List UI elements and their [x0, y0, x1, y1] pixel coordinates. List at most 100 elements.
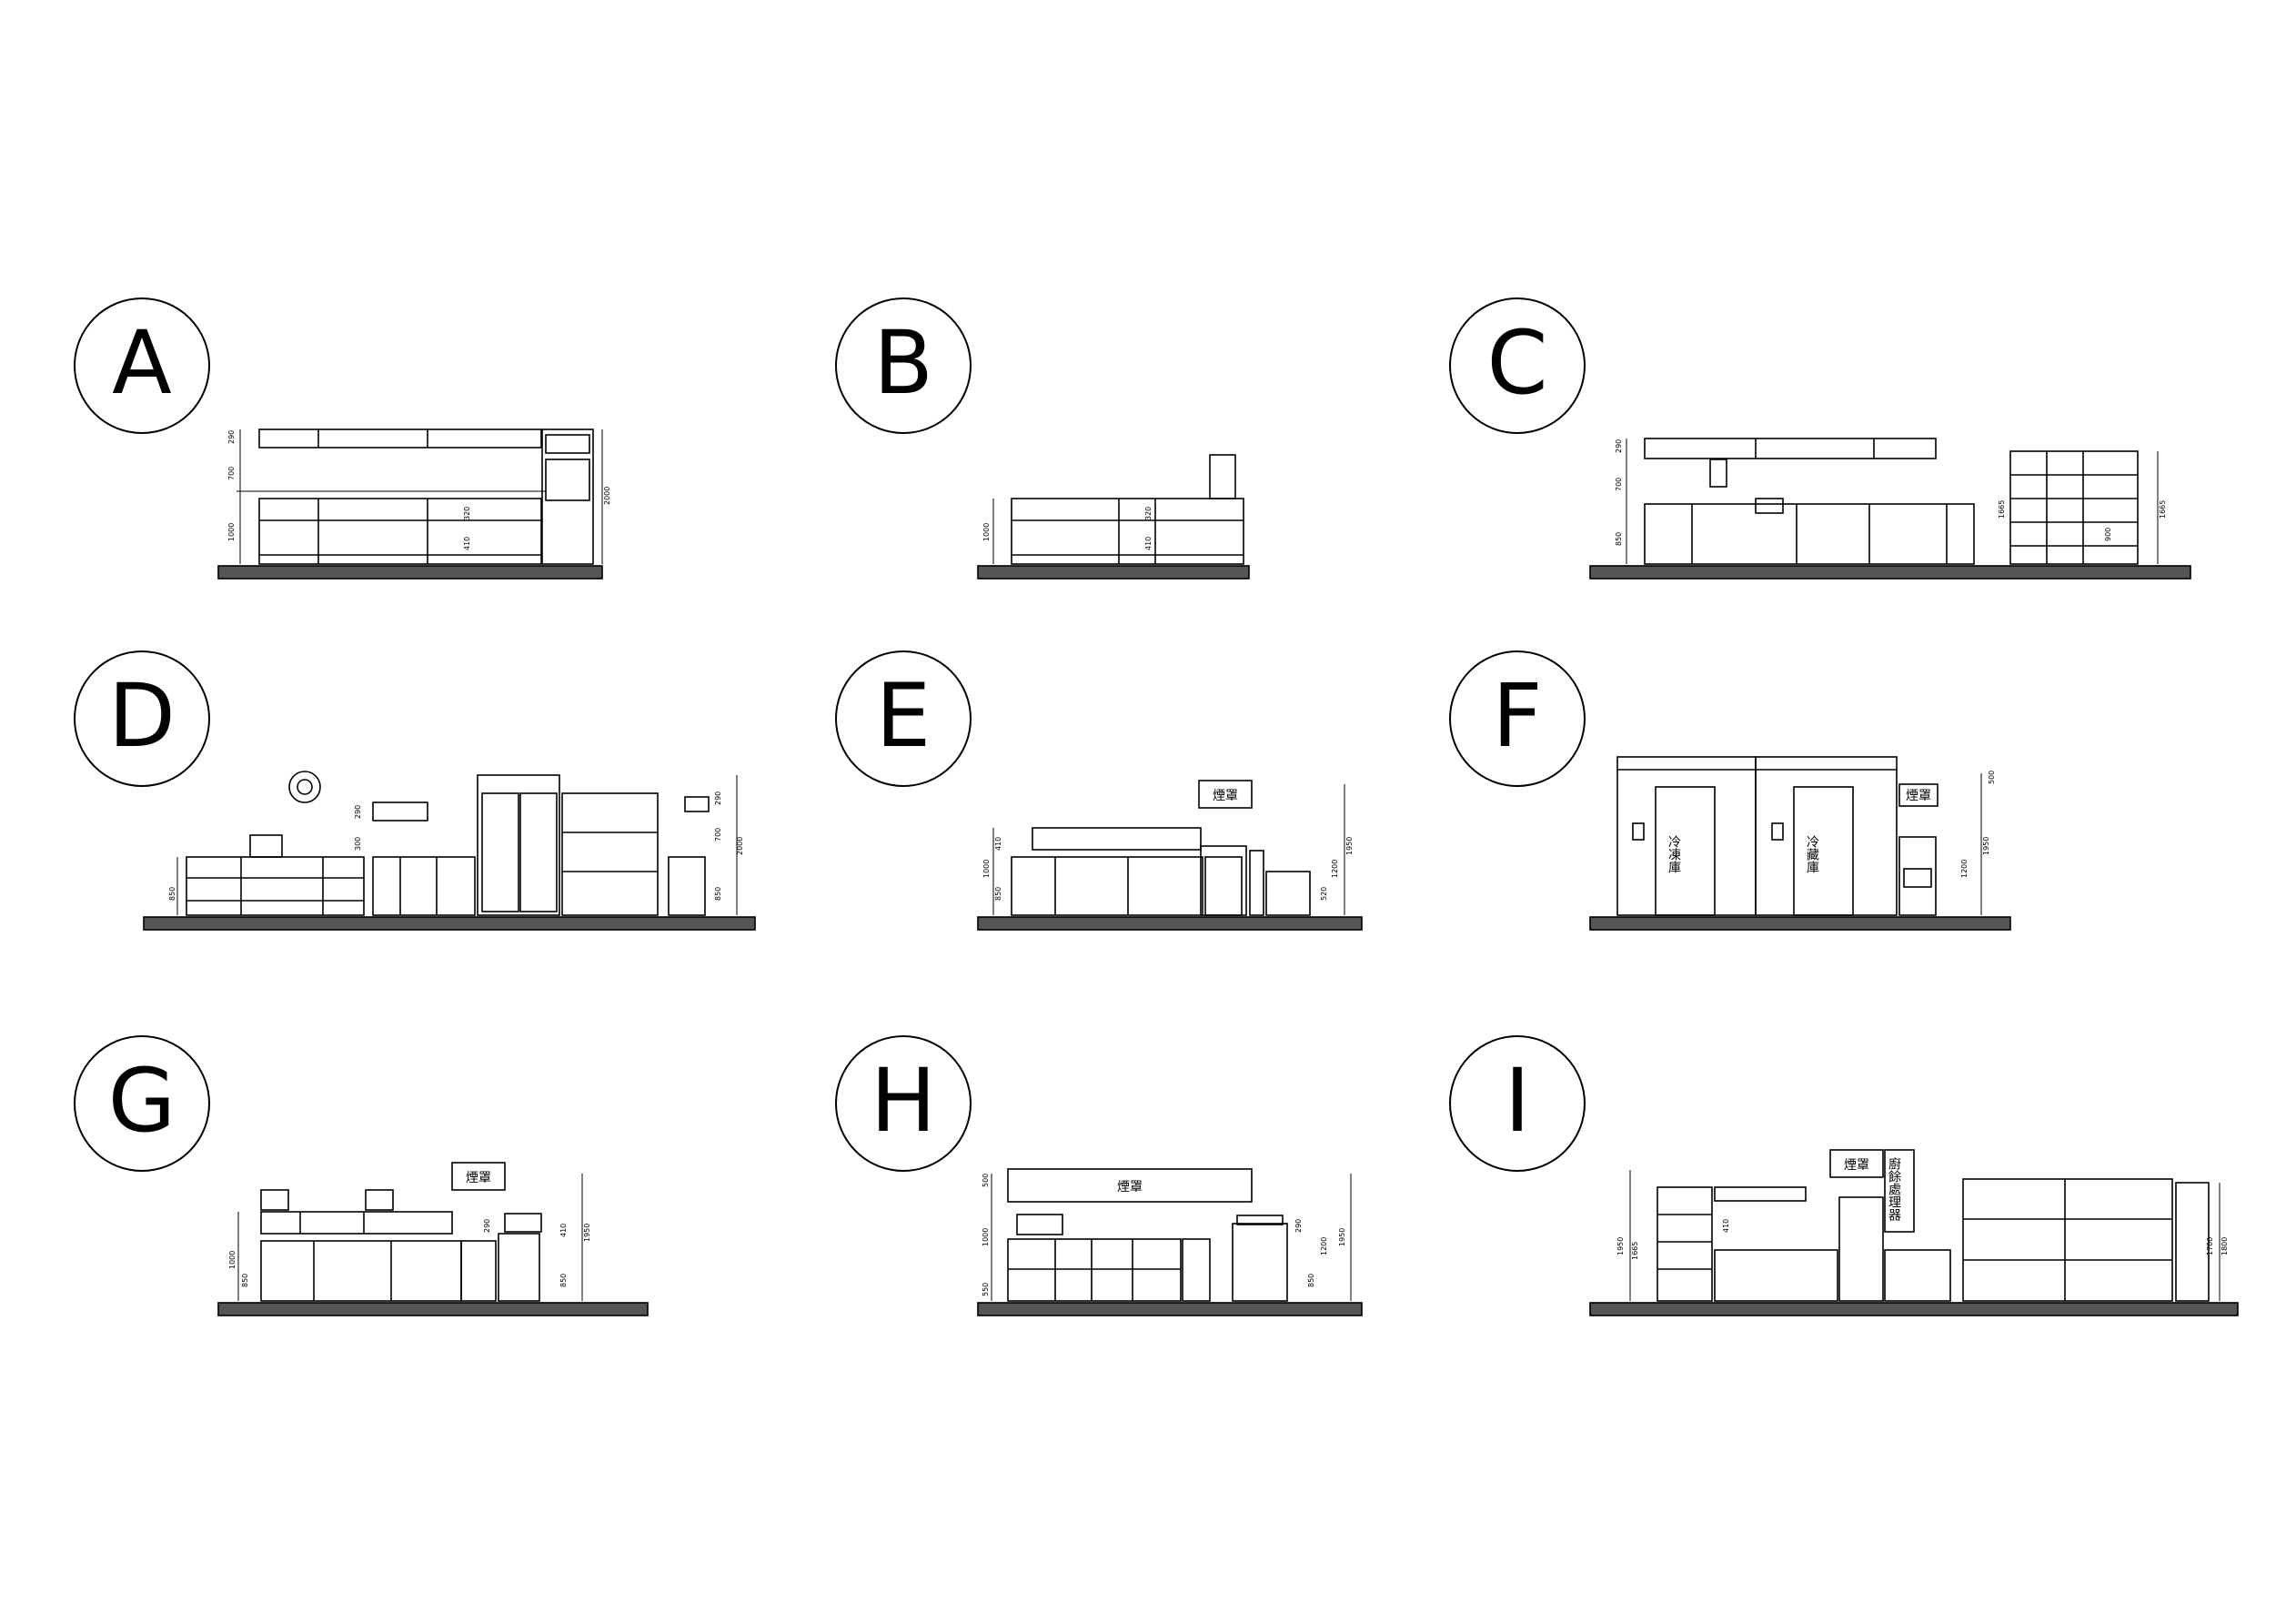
panel-f-label-cooler: 冷藏庫 [1805, 835, 1819, 873]
panel-d-refrigerator [477, 774, 560, 916]
panel-i-badge [1449, 1035, 1586, 1172]
panel-f-label-freezer: 冷凍庫 [1667, 835, 1681, 873]
panel-e-dim-4: 1950 [1345, 837, 1354, 855]
panel-a-letter: A [112, 312, 172, 414]
panel-a-counter [258, 498, 542, 565]
panel-d-shelving [561, 792, 659, 916]
panel-b-counter [1011, 498, 1244, 565]
panel-g-hood [260, 1211, 453, 1235]
panel-e: E 煙罩 410 1000 850 1950 1200 520 [835, 650, 1363, 931]
panel-h-counter [1232, 1223, 1288, 1302]
panel-i-dim-1: 1950 [1616, 1237, 1625, 1255]
panel-d-fan [288, 771, 321, 803]
panel-i-sink-counter [1714, 1249, 1838, 1302]
panel-h: H 煙罩 500 1000 550 290 1200 850 1950 [835, 1035, 1363, 1316]
panel-f-dim-3: 1200 [1960, 860, 1969, 878]
panel-i-cabinet [2175, 1182, 2210, 1302]
panel-f-range [1898, 836, 1937, 916]
panel-d-dim-5: 700 [714, 828, 722, 842]
panel-b-floor [977, 565, 1250, 580]
panel-f: F 冷凍庫 冷藏庫 煙罩 500 1950 1200 [1449, 650, 2011, 931]
panel-f-cooler [1755, 756, 1898, 916]
panel-i-floor [1589, 1302, 2239, 1316]
panel-g-letter: G [108, 1050, 176, 1152]
panel-h-range-line [1007, 1238, 1182, 1302]
panel-e-dim-3: 850 [994, 887, 1002, 901]
panel-b-cabinet [1209, 454, 1236, 499]
panel-c-dim-1: 290 [1615, 439, 1623, 453]
panel-f-freezer-door [1655, 786, 1716, 916]
panel-g-cart [498, 1233, 540, 1302]
panel-d-dim-1: 850 [168, 887, 176, 901]
panel-b-dim-3: 410 [1144, 537, 1153, 550]
panel-h-dim-5: 1200 [1320, 1237, 1328, 1255]
panel-d-letter: D [108, 665, 176, 767]
panel-h-dim-1: 500 [982, 1174, 990, 1187]
panel-f-cooler-door [1793, 786, 1854, 916]
panel-g-dim-1: 1000 [228, 1251, 237, 1269]
panel-e-dim-1: 410 [994, 837, 1002, 851]
panel-f-letter: F [1492, 665, 1542, 767]
panel-g-dim-2: 850 [241, 1274, 249, 1287]
panel-a: A 290 700 1000 320 410 2000 [74, 297, 611, 580]
panel-c-dim-6: 900 [2104, 528, 2112, 541]
panel-a-floor [217, 565, 603, 580]
panel-h-dim-6: 850 [1307, 1274, 1315, 1287]
panel-a-dim-2: 700 [227, 467, 236, 480]
panel-i-letter: I [1505, 1050, 1530, 1152]
panel-h-floor [977, 1302, 1363, 1316]
panel-c-dim-5: 1665 [2159, 500, 2167, 519]
panel-e-dim-2: 1000 [982, 860, 991, 878]
panel-c-letter: C [1486, 312, 1547, 414]
panel-a-dim-5: 410 [463, 537, 471, 550]
panel-h-dim-3: 550 [982, 1283, 990, 1296]
panel-h-dim-2: 1000 [982, 1228, 990, 1246]
panel-g-dim-3: 290 [483, 1219, 491, 1233]
panel-c-dim-4: 1665 [1998, 500, 2006, 519]
panel-d-dim-6: 2000 [736, 837, 744, 855]
panel-i-dim-2: 1665 [1631, 1242, 1639, 1260]
panel-d-dim-7: 850 [714, 887, 722, 901]
panel-a-dim-1: 290 [227, 430, 236, 444]
panel-i-shelving-right [1962, 1178, 2173, 1302]
panel-e-letter: E [876, 665, 931, 767]
panel-d-counter-left [186, 856, 365, 916]
panel-d-dim-2: 290 [354, 805, 362, 819]
panel-i-shelving-left [1657, 1186, 1713, 1302]
panel-c-counter [1644, 503, 1975, 565]
panel-g: G 煙罩 1000 850 290 410 1950 850 [74, 1035, 649, 1316]
panel-f-badge [1449, 650, 1586, 787]
panel-i: I 煙罩 廚餘處理器 1950 1665 410 1700 1800 [1449, 1035, 2239, 1316]
panel-g-floor [217, 1302, 649, 1316]
panel-g-dim-6: 850 [559, 1274, 568, 1287]
panel-h-badge [835, 1035, 972, 1172]
panel-g-dim-4: 410 [559, 1224, 568, 1237]
panel-e-badge [835, 650, 972, 787]
panel-e-dim-5: 1200 [1331, 860, 1339, 878]
panel-f-dim-1: 500 [1988, 771, 1996, 784]
panel-a-dim-4: 320 [463, 507, 471, 520]
panel-i-waste-label-box [1884, 1149, 1915, 1233]
panel-b: B 1000 320 410 [835, 297, 1250, 580]
panel-g-hood-label-box [451, 1162, 506, 1191]
panel-a-dim-6: 2000 [603, 487, 611, 505]
panel-i-dim-3: 410 [1722, 1219, 1730, 1233]
panel-c-dim-2: 700 [1615, 478, 1623, 491]
panel-a-badge [74, 297, 210, 434]
panel-b-dim-2: 320 [1144, 507, 1153, 520]
panel-c-badge [1449, 297, 1586, 434]
panel-i-dim-5: 1800 [2220, 1237, 2229, 1255]
panel-i-dim-4: 1700 [2206, 1237, 2214, 1255]
panel-b-dim-1: 1000 [982, 523, 991, 541]
panel-f-hood-label: 煙罩 [1906, 789, 1931, 803]
panel-a-dishwasher [541, 428, 594, 565]
panel-b-letter: B [873, 312, 933, 414]
panel-i-hood-label-box [1829, 1149, 1884, 1178]
panel-c: C 290 700 850 1665 1665 900 [1449, 297, 2191, 580]
panel-i-dishwasher [1838, 1196, 1884, 1302]
panel-g-hood-label: 煙罩 [466, 1171, 491, 1185]
panel-d-dim-3: 300 [354, 837, 362, 851]
panel-c-shelving [2009, 450, 2139, 565]
panel-g-counter [260, 1240, 462, 1302]
